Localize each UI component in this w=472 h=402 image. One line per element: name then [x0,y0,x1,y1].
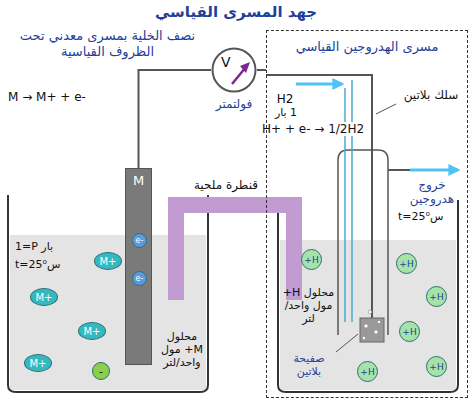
node-text: - [99,365,103,378]
acid-solution [280,240,456,390]
hydrogen-ion: H+ [426,286,447,307]
label: نصف الخلية بمسرى معدني تحت الظروف القياس… [10,28,205,59]
outlet-pipe [388,169,410,171]
label: صفيحة بلاتين [281,352,337,378]
node-text: H+ [304,255,318,265]
metal-ion: M+ [30,288,58,306]
node-text: M+ [29,358,46,369]
label: H+ + e- → 1/2H2 [262,122,366,136]
node-text: M+ [99,256,116,267]
right-beaker [278,200,458,392]
node-text: H+ [429,362,443,372]
node-text: M+ [83,326,100,337]
label: فولتمتر [200,97,268,111]
node-text: M [133,173,144,188]
hydrogen-tube [345,80,352,322]
wire [257,69,266,71]
electron: e- [132,233,147,248]
hydrogen-bubbles [362,310,380,339]
hydrogen-electrode-box: مسرى الهدروجين القياسي H+ H+ H+ H+ H+ H+ [266,30,468,398]
label: M → M+ + e- [8,90,98,104]
label: t=25⁰س [15,258,85,271]
label: محلول H+ مول واحد/لتر [281,286,336,326]
hydrogen-inlet-arrow [296,83,342,86]
leader-line [336,334,358,352]
label: سلك بلاتين [398,88,464,102]
label: H2 [270,92,300,106]
hydrogen-ion: H+ [301,249,322,270]
node-text: e- [136,274,144,283]
platinum-plate [360,318,384,342]
metal-ion: M+ [24,354,52,372]
title: جهد المسرى القياسي [0,3,472,21]
node-text: e- [136,236,144,245]
label: قنطرة ملحية [186,178,266,192]
voltmeter: V [211,47,257,93]
voltmeter-dial [211,47,257,93]
hydrogen-outlet-arrow [410,169,458,172]
metal-electrode: Me-e- [125,168,152,365]
metal-ion: M+ [94,252,122,270]
label: 1 بار [268,106,304,119]
salt-bridge [176,205,294,300]
platinum-wire [266,75,372,318]
label: خروج هدروجين [398,178,466,207]
node-text: H+ [429,292,443,302]
label: محلول M+ مول واحد/لتر [156,330,208,370]
node-text: V [221,54,231,70]
leader-line [376,104,396,114]
hydrogen-ion: H+ [426,356,447,377]
label: 1=P بار [15,240,85,253]
hydrogen-ion: H+ [357,361,378,382]
node-text: M+ [35,292,52,303]
anion: - [92,362,110,380]
hydrogen-ion: H+ [399,321,420,342]
electron: e- [132,271,147,286]
hydrogen-ion: H+ [396,253,417,274]
wire [139,70,212,168]
node-text: H+ [360,367,374,377]
metal-ion: M+ [78,322,106,340]
node-text: H+ [402,327,416,337]
node-text: H+ [399,259,413,269]
label: t=25⁰س [398,210,454,223]
node-text: مسرى الهدروجين القياسي [296,39,439,54]
